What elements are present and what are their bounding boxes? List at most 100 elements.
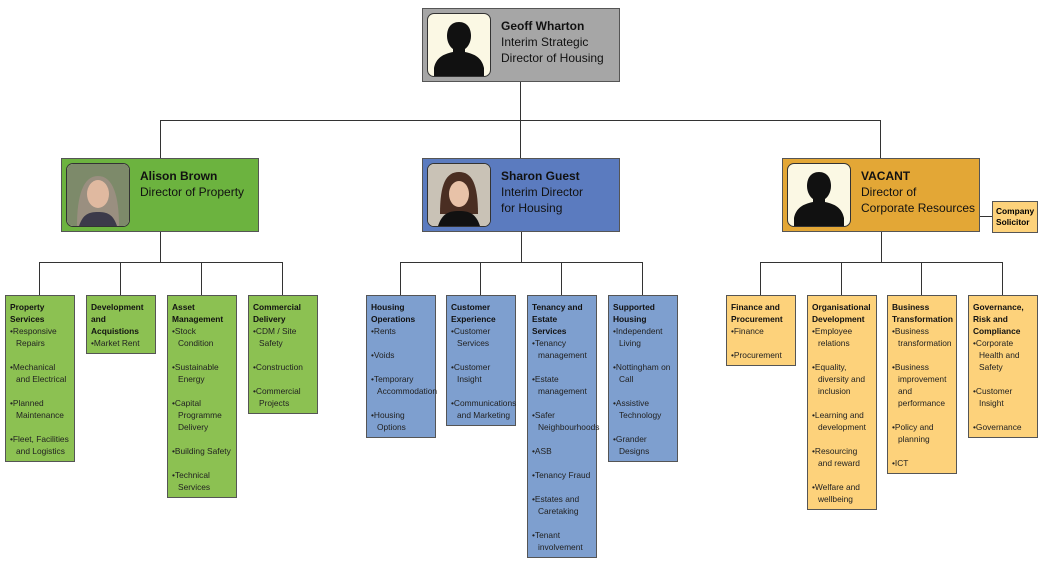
team-item: •Customer Services — [451, 326, 491, 348]
team-item: •Housing Options — [371, 410, 406, 432]
director-title: Director of — [861, 185, 917, 199]
director-name: Alison Brown — [140, 169, 218, 183]
team-title: Commercial Delivery — [253, 302, 301, 324]
photo — [66, 163, 130, 227]
team-item: •ICT — [892, 458, 909, 468]
team-item: •Procurement — [731, 350, 782, 360]
team-title: Asset Management — [172, 302, 224, 324]
connector — [760, 262, 1003, 263]
ceo-box: Geoff Wharton Interim Strategic Director… — [422, 8, 620, 82]
team-item: •Employee relations — [812, 326, 853, 348]
team-item: •Commercial Projects — [253, 386, 301, 408]
team-item: •Assistive Technology — [613, 398, 662, 420]
team-item: •Building Safety — [172, 446, 231, 456]
team-item: •Business transformation — [892, 326, 952, 348]
team-item: •Resourcing and reward — [812, 446, 860, 468]
team-item: •Mechanical and Electrical — [10, 362, 67, 384]
team-item: •Rents — [371, 326, 396, 336]
director-name: Sharon Guest — [501, 169, 580, 183]
team-item: •Tenant involvement — [532, 530, 583, 552]
connector — [400, 262, 401, 295]
team-item: •Finance — [731, 326, 764, 336]
director-title: Director of Property — [140, 185, 245, 199]
team-title: Development and Acquistions — [91, 302, 144, 336]
team-title: Property Services — [10, 302, 45, 324]
team-item: •Customer Insight — [973, 386, 1013, 408]
connector — [201, 262, 202, 295]
team-item: •ASB — [532, 446, 552, 456]
team-box: Finance and Procurement •Finance •Procurem… — [726, 295, 796, 366]
team-box: Customer Experience•Customer Services •Cu… — [446, 295, 516, 426]
connector — [39, 262, 40, 295]
silhouette-icon — [787, 163, 851, 227]
connector — [160, 232, 161, 262]
ceo-name: Geoff Wharton — [501, 19, 585, 33]
team-item: •Tenancy Fraud — [532, 470, 591, 480]
team-box: Governance, Risk and Compliance•Corporat… — [968, 295, 1038, 438]
team-box: Tenancy and Estate Services•Tenancy mana… — [527, 295, 600, 558]
team-item: •Governance — [973, 422, 1022, 432]
team-box: Development and Acquistions•Market Rent — [86, 295, 156, 354]
team-item: •Voids — [371, 350, 395, 360]
company-solicitor-box: Company Solicitor — [992, 201, 1038, 233]
team-title: Tenancy and Estate Services — [532, 302, 583, 336]
director-box: VACANT Director of Corporate Resources — [782, 158, 980, 232]
team-title: Business Transformation — [892, 302, 953, 324]
team-item: •Tenancy management — [532, 338, 587, 360]
ceo-title: Interim Strategic — [501, 35, 589, 49]
connector — [561, 262, 562, 295]
connector — [160, 120, 161, 158]
team-title: Organisational Development — [812, 302, 871, 324]
team-box: Property Services•Responsive Repairs •Mec… — [5, 295, 75, 462]
team-item: •Policy and planning — [892, 422, 934, 444]
connector — [520, 120, 521, 158]
team-item: •Fleet, Facilities and Logistics — [10, 434, 69, 456]
team-item: •Sustainable Energy — [172, 362, 219, 384]
team-item: •Grander Designs — [613, 434, 650, 456]
team-item: •Equality, diversity and inclusion — [812, 362, 866, 396]
team-item: •Safer Neighbourhoods — [532, 410, 600, 432]
connector — [282, 262, 283, 295]
team-item: •Temporary Accommodation — [371, 374, 438, 396]
connector — [400, 262, 643, 263]
team-title: Customer Experience — [451, 302, 496, 324]
connector — [120, 262, 121, 295]
connector — [880, 120, 881, 158]
team-item: •Technical Services — [172, 470, 211, 492]
photo — [427, 163, 491, 227]
team-title: Housing Operations — [371, 302, 416, 324]
connector — [921, 262, 922, 295]
team-item: •Communications and Marketing — [451, 398, 517, 420]
team-box: Business Transformation•Business transfo… — [887, 295, 957, 474]
director-title: Interim Director — [501, 185, 584, 199]
team-item: •Business improvement and performance — [892, 362, 947, 408]
connector — [520, 81, 521, 120]
team-item: •Nottingham on Call — [613, 362, 671, 384]
team-title: Supported Housing — [613, 302, 655, 324]
team-item: •Learning and development — [812, 410, 866, 432]
team-box: Supported Housing•Independent Living •Not… — [608, 295, 678, 462]
connector — [480, 262, 481, 295]
director-name: VACANT — [861, 169, 911, 183]
director-box: Alison Brown Director of Property — [61, 158, 259, 232]
team-item: •Corporate Health and Safety — [973, 338, 1020, 372]
connector — [521, 232, 522, 262]
team-item: •Welfare and wellbeing — [812, 482, 860, 504]
connector — [1002, 262, 1003, 295]
team-item: •Customer Insight — [451, 362, 491, 384]
director-title: Corporate Resources — [861, 201, 976, 215]
connector — [980, 216, 992, 217]
team-item: •CDM / Site Safety — [253, 326, 297, 348]
team-item: •Planned Maintenance — [10, 398, 64, 420]
team-title: Finance and Procurement — [731, 302, 783, 324]
team-item: •Responsive Repairs — [10, 326, 57, 348]
team-item: •Capital Programme Delivery — [172, 398, 222, 432]
ceo-title: Director of Housing — [501, 51, 604, 65]
connector — [841, 262, 842, 295]
team-box: Asset Management•Stock Condition•Sustain… — [167, 295, 237, 498]
team-box: Housing Operations •Rents •Voids •Temporary… — [366, 295, 438, 438]
team-box: Commercial Delivery•CDM / Site Safety •Co… — [248, 295, 318, 414]
team-item: •Independent Living — [613, 326, 663, 348]
